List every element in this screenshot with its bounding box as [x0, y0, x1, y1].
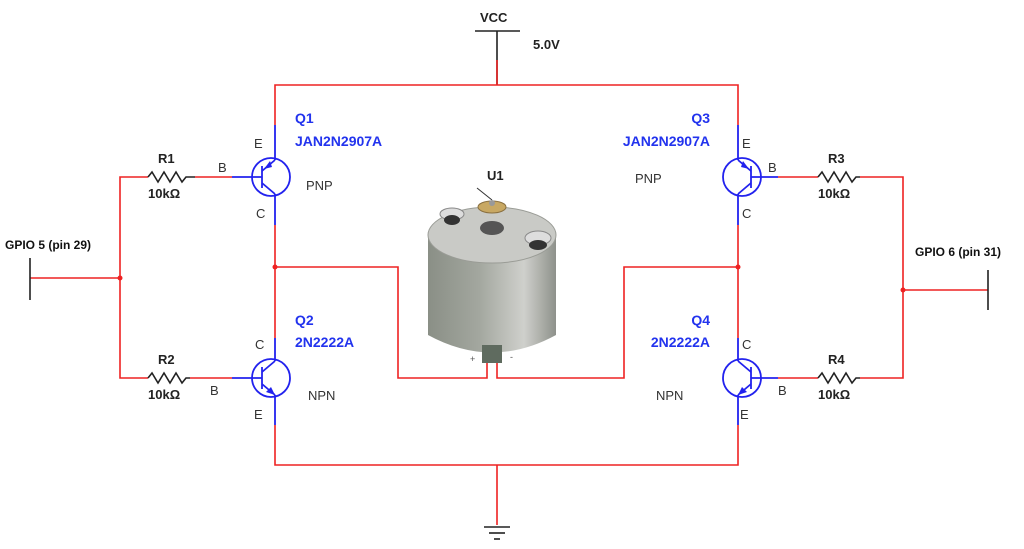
r1-value: 10kΩ [148, 186, 180, 201]
ground-symbol [484, 526, 510, 540]
r3-value: 10kΩ [818, 186, 850, 201]
wires [30, 84, 988, 525]
r3-ref: R3 [828, 151, 845, 166]
r2-value: 10kΩ [148, 387, 180, 402]
gpio-6-input: GPIO 6 (pin 31) [915, 245, 1001, 310]
resistor-r2: R2 10kΩ [147, 352, 190, 402]
q4-ref: Q4 [691, 312, 710, 328]
motor-ref: U1 [487, 168, 504, 183]
q4-emitter-label: E [740, 407, 749, 422]
q2-ref: Q2 [295, 312, 314, 328]
r4-value: 10kΩ [818, 387, 850, 402]
q2-base-label: B [210, 383, 219, 398]
q2-type: NPN [308, 388, 335, 403]
resistor-r1: R1 10kΩ [147, 151, 195, 201]
gpio-left-label: GPIO 5 (pin 29) [5, 238, 91, 252]
r4-ref: R4 [828, 352, 845, 367]
resistor-r3: R3 10kΩ [817, 151, 860, 201]
transistor-q2: C B E Q2 2N2222A NPN [210, 312, 354, 425]
q1-ref: Q1 [295, 110, 314, 126]
q4-base-label: B [778, 383, 787, 398]
q1-base-label: B [218, 160, 227, 175]
q1-collector-label: C [256, 206, 265, 221]
motor-minus: - [510, 352, 513, 362]
q4-collector-label: C [742, 337, 751, 352]
transistor-q3: E B C Q3 JAN2N2907A PNP [623, 110, 778, 225]
gpio-5-input: GPIO 5 (pin 29) [5, 238, 91, 300]
q1-type: PNP [306, 178, 333, 193]
transistor-q1: E B C Q1 JAN2N2907A PNP [218, 110, 382, 225]
q2-collector-label: C [255, 337, 264, 352]
dc-motor-u1: U1 + - [427, 168, 557, 364]
resistor-r4: R4 10kΩ [817, 352, 860, 402]
gpio-right-label: GPIO 6 (pin 31) [915, 245, 1001, 259]
motor-plus: + [470, 354, 475, 364]
vcc-voltage: 5.0V [533, 37, 560, 52]
vcc-symbol: VCC 5.0V [475, 10, 560, 85]
q1-emitter-label: E [254, 136, 263, 151]
r1-ref: R1 [158, 151, 175, 166]
q3-emitter-label: E [742, 136, 751, 151]
transistor-q4: C B E Q4 2N2222A NPN [651, 312, 787, 425]
q3-type: PNP [635, 171, 662, 186]
r2-ref: R2 [158, 352, 175, 367]
q3-ref: Q3 [691, 110, 710, 126]
q3-part: JAN2N2907A [623, 133, 710, 149]
q3-base-label: B [768, 160, 777, 175]
q3-collector-label: C [742, 206, 751, 221]
q4-part: 2N2222A [651, 334, 710, 350]
q2-emitter-label: E [254, 407, 263, 422]
vcc-label: VCC [480, 10, 508, 25]
q1-part: JAN2N2907A [295, 133, 382, 149]
q2-part: 2N2222A [295, 334, 354, 350]
q4-type: NPN [656, 388, 683, 403]
